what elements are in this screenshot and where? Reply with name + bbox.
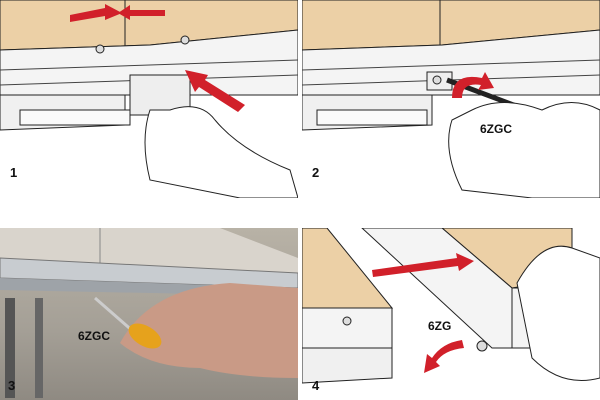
red-curved-arrow [424,340,464,373]
red-rotate-arrow [452,72,494,98]
step-2-panel: 6ZGC 2 [302,0,600,198]
part-label: 6ZGC [480,122,513,136]
step-number: 4 [312,378,320,393]
step-3-photo-panel: 6ZGC 3 [0,228,298,400]
red-arrow-right [118,5,165,20]
step-2-illustration [302,0,600,198]
step-number: 1 [10,165,18,180]
part-label: 6ZG [428,319,452,333]
step-4-illustration [302,228,600,384]
step-4-panel: 6ZG 4 [302,228,600,400]
step-number: 2 [312,165,320,180]
step-1-panel: 1 [0,0,298,198]
red-arrow-left [70,4,122,22]
step-1-illustration [0,0,298,198]
step-number: 3 [8,378,16,393]
part-label: 6ZGC [78,329,111,343]
red-arrow-right [372,253,474,277]
red-arrow-diagonal [185,70,245,112]
step-3-photo [0,228,298,398]
